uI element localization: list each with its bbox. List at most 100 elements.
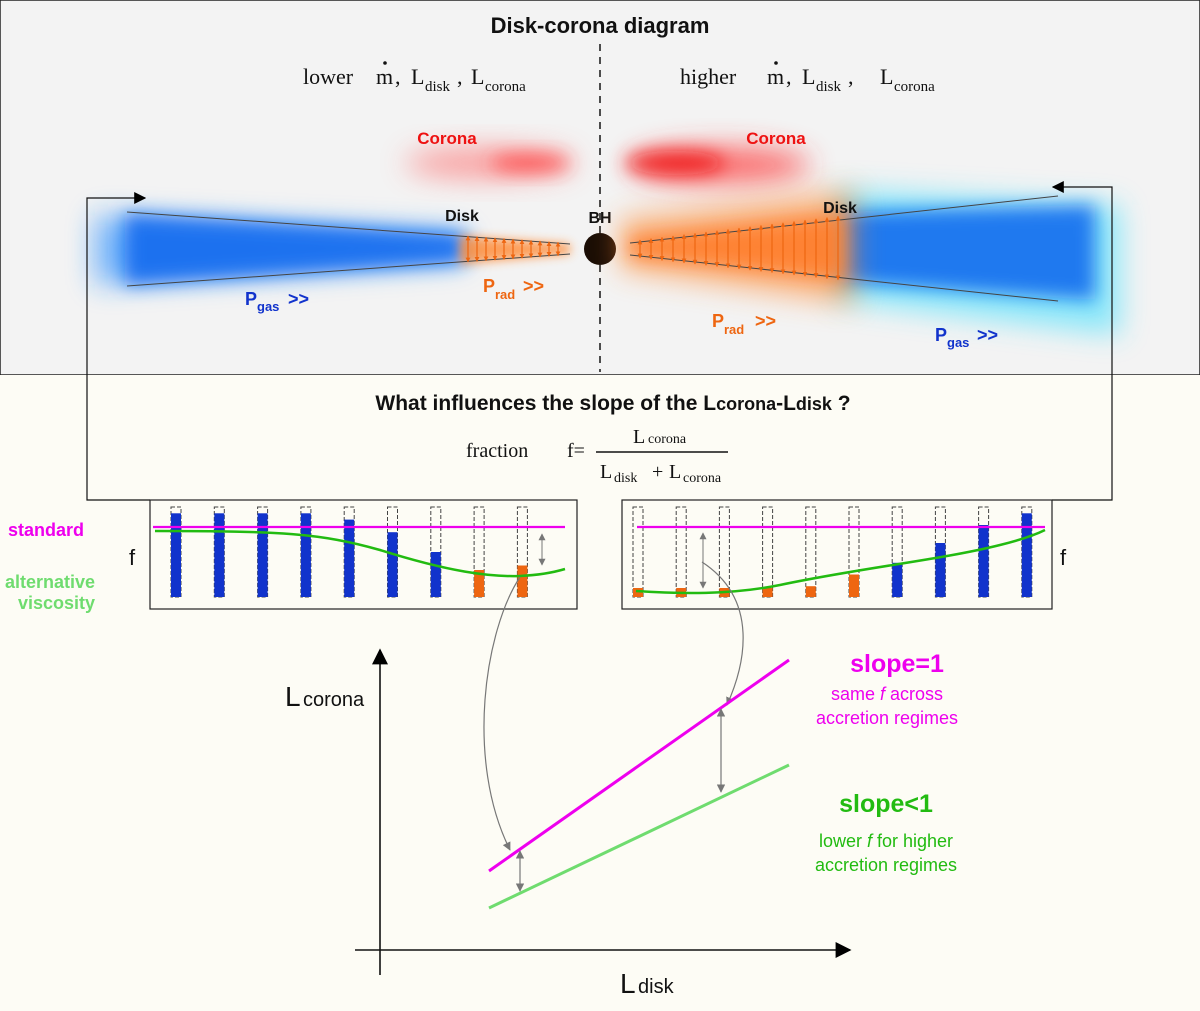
alt-curve-right (635, 528, 1046, 595)
slope-lt1-line (488, 763, 790, 910)
disk-right-rad-arrows (637, 215, 841, 281)
pgas-left-p: P (245, 289, 257, 309)
prad-right-p: P (712, 311, 724, 331)
left-header-ldisk-l: L (411, 64, 424, 89)
bar-fill (935, 543, 946, 597)
bars-left (170, 506, 528, 598)
black-hole (584, 233, 616, 265)
bars-box-right (621, 499, 1053, 610)
top-title: Disk-corona diagram (491, 13, 710, 38)
pgas-left-label: P gas >> (245, 289, 309, 314)
y-axis-label: L corona (285, 681, 365, 712)
bars-right (632, 506, 1033, 598)
left-header: lower m , L disk , L corona (303, 61, 526, 95)
right-header-comma-2: , (848, 64, 854, 89)
slope1-line (488, 658, 790, 873)
left-header-lcorona-sub: corona (485, 79, 526, 95)
bar-fill (805, 586, 816, 597)
slope-question: What influences the slope of the Lcorona… (375, 392, 850, 415)
right-header-mdot: m (767, 64, 784, 89)
prad-left-sub: rad (495, 287, 515, 302)
slope-question-disk: disk (796, 394, 833, 414)
fraction-den-ldisk: L (600, 461, 612, 483)
right-header-comma-1: , (786, 64, 792, 89)
bar-fill (344, 519, 355, 597)
corona-right-core (625, 151, 725, 175)
corona-left-label: Corona (417, 129, 477, 148)
fraction-den-lcorona: L (669, 461, 681, 483)
prad-left-p: P (483, 276, 495, 296)
pgas-left-sub: gas (257, 299, 279, 314)
black-hole-label: BH (588, 210, 611, 227)
bar-fill (849, 574, 859, 597)
x-axis-label-l: L (620, 968, 636, 999)
disk-left-rad-arrows (465, 235, 561, 263)
disk-right-blue (840, 205, 1095, 300)
legend-alternative: alternative (5, 572, 95, 592)
bottom-panel (0, 375, 1200, 1011)
right-header-ldisk-l: L (802, 64, 815, 89)
prad-right-label: P rad >> (712, 311, 776, 337)
left-header-ldisk-sub: disk (425, 79, 451, 95)
left-header-comma-2: , (457, 64, 463, 89)
legend-viscosity: viscosity (18, 593, 95, 613)
feedback-loop-right (1051, 181, 1113, 501)
right-header-mdot-dot (774, 61, 778, 65)
fraction-formula: fraction f= L corona L disk + L corona (466, 426, 728, 486)
feedback-loop-left (86, 192, 150, 501)
prad-right-sub: rad (724, 322, 744, 337)
bars-box-left (149, 499, 578, 610)
fraction-den-corona-sub: corona (683, 471, 722, 486)
slope-lt1-title: slope<1 (839, 790, 933, 818)
corona-left-core (490, 154, 570, 172)
right-header-ldisk-sub: disk (816, 79, 842, 95)
bar-fill (762, 588, 773, 597)
bar-fill (474, 570, 485, 597)
connector-curve-right (701, 561, 744, 706)
fraction-den-disk-sub: disk (614, 471, 637, 486)
pgas-right-p: P (935, 325, 947, 345)
left-header-lcorona-l: L (471, 64, 484, 89)
fraction-word: fraction (466, 440, 528, 462)
left-header-mdot: m (376, 64, 393, 89)
slope1-desc-line1: same f across (831, 684, 943, 704)
prad-left-arrows: >> (523, 276, 544, 296)
slope-question-pre: What influences the slope of the L (375, 392, 716, 415)
slope1-title: slope=1 (850, 650, 944, 678)
disk-right-upper-edge (629, 195, 1059, 244)
prad-left-label: P rad >> (483, 276, 544, 302)
pgas-right-sub: gas (947, 335, 969, 350)
bar-fill (387, 532, 398, 597)
disk-left-label: Disk (445, 208, 479, 225)
pgas-right-arrows: >> (977, 325, 998, 345)
bar-fill (978, 525, 989, 597)
fraction-num-l: L (633, 426, 645, 448)
left-header-comma-1: , (395, 64, 401, 89)
f-label-left: f (129, 545, 136, 570)
slope-lt1-desc-line2: accretion regimes (815, 855, 957, 875)
x-axis-label-sub: disk (638, 976, 675, 998)
connector-curve-left (483, 576, 521, 851)
left-header-mdot-dot (383, 61, 387, 65)
pgas-left-arrows: >> (288, 289, 309, 309)
disk-right-lower-edge (629, 254, 1059, 302)
prad-right-arrows: >> (755, 311, 776, 331)
bar-fill (300, 513, 311, 597)
slope1-desc-line2: accretion regimes (816, 708, 958, 728)
bar-fill (517, 565, 528, 597)
alt-curve-left (154, 529, 566, 578)
pgas-right-label: P gas >> (935, 325, 998, 350)
right-header: higher m , L disk , L corona (680, 61, 935, 95)
bar-fill (257, 513, 268, 597)
bar-fill (633, 588, 643, 597)
f-label-right: f (1060, 545, 1067, 570)
slope-question-post: ? (832, 392, 851, 415)
bar-fill (892, 562, 903, 597)
y-axis-label-l: L (285, 681, 301, 712)
fraction-f-eq: f= (567, 440, 585, 462)
bar-fill (430, 552, 441, 597)
slope-question-corona: corona (716, 394, 777, 414)
bar-fill (1021, 513, 1032, 597)
right-header-prefix: higher (680, 64, 737, 89)
left-header-prefix: lower (303, 64, 354, 89)
